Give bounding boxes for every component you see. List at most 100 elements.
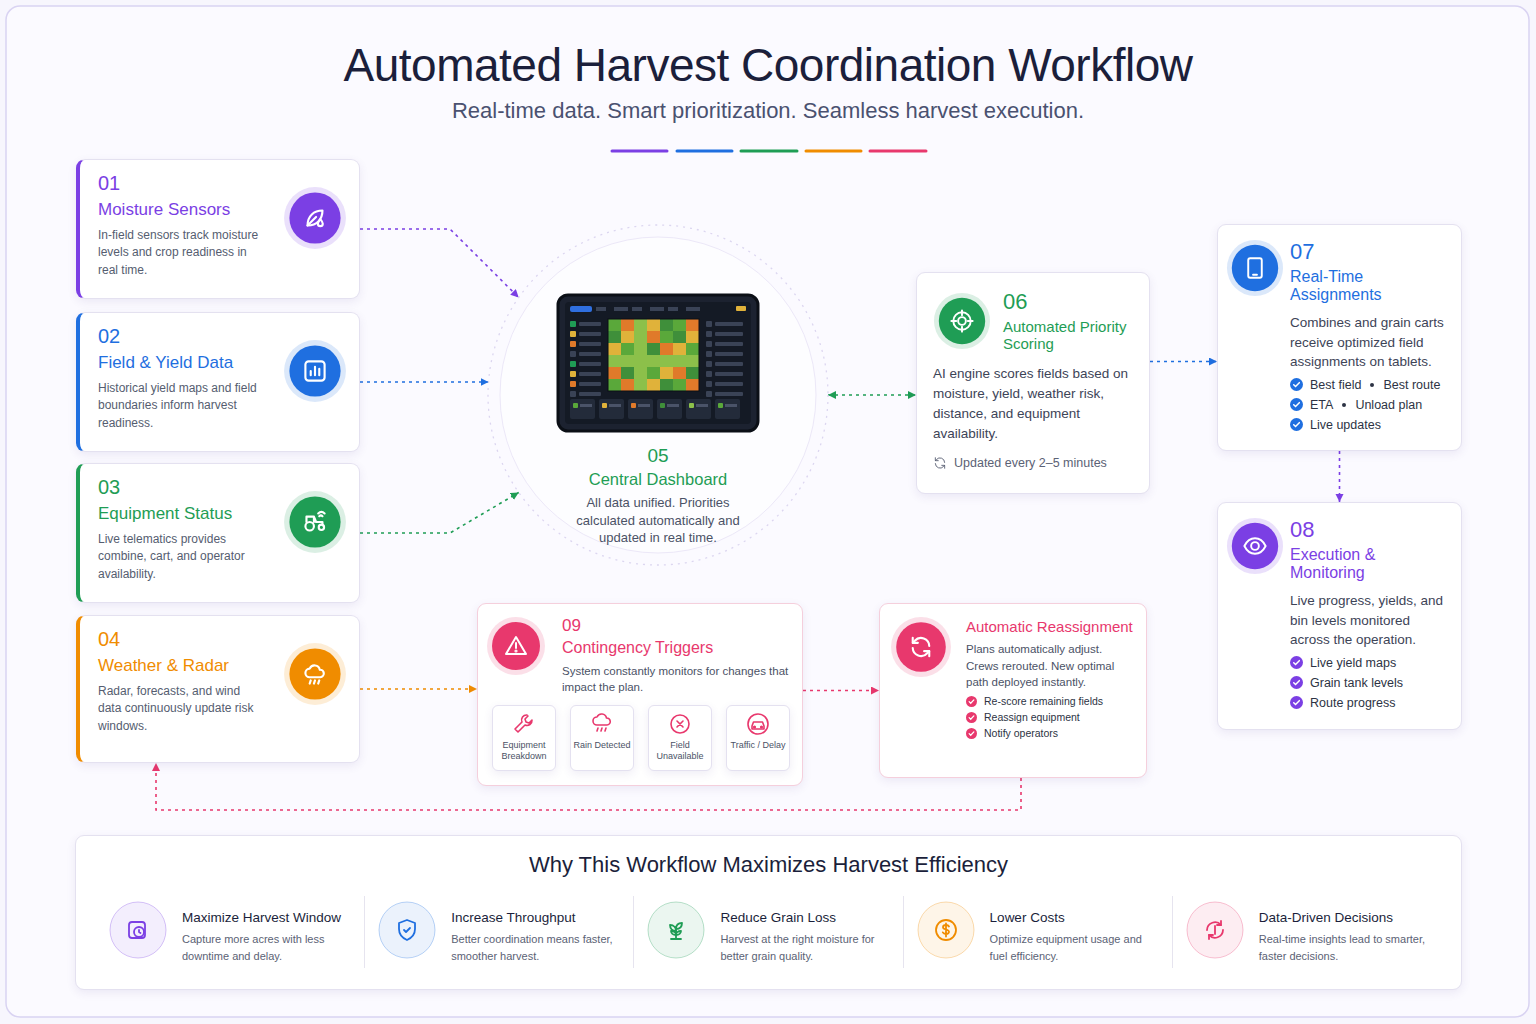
drawing-part: [570, 351, 576, 357]
node-body: Plans automatically adjust. Crews rerout…: [966, 641, 1134, 691]
check-icon: [1290, 378, 1303, 391]
drawing-part: [646, 900, 706, 960]
drawing-part: [935, 458, 944, 463]
drawing-part: [1244, 538, 1265, 553]
drawing-part: [966, 696, 977, 707]
check-row: ETAUnload plan: [1290, 398, 1449, 412]
drawing-part: [715, 352, 743, 356]
drawing-part: [1290, 696, 1303, 709]
drawing-part: [573, 403, 578, 408]
drawing-part: [597, 728, 606, 731]
drawing-part: [1227, 518, 1283, 574]
check-row: Live yield maps: [1290, 656, 1449, 670]
drawing-part: [696, 404, 708, 407]
drawing-part: [918, 902, 974, 958]
list-item: Best route: [1383, 378, 1440, 392]
drawing-part: [673, 343, 686, 355]
subtitle-label: Real-time data. Smart prioritization. Se…: [0, 98, 1536, 124]
callout-number: 03: [98, 476, 345, 499]
drawing-part: [715, 332, 743, 336]
node-heading: Contingency Triggers: [562, 639, 790, 657]
drawing-part: [924, 651, 929, 656]
drawing-part: [761, 726, 763, 728]
flow-connector: [360, 229, 519, 298]
input-card: 03Equipment StatusLive telematics provid…: [76, 463, 360, 603]
list-item: Notify operators: [984, 727, 1058, 739]
header-row: 06Automated Priority Scoring: [933, 289, 1133, 352]
drawing-part: [379, 902, 435, 958]
node-body: AI engine scores fields based on moistur…: [933, 364, 1133, 444]
drawing-part: [515, 650, 516, 651]
drawing-part: [399, 920, 415, 940]
trigger-label: Equipment Breakdown: [495, 740, 553, 761]
drawing-part: [913, 638, 930, 657]
list-item: Reassign equipment: [984, 711, 1080, 723]
drawing-part: [686, 307, 700, 311]
drawing-part: [614, 307, 628, 311]
node-icon: [933, 292, 991, 350]
drawing-part: [579, 332, 601, 336]
update-note: Updated every 2–5 minutes: [954, 456, 1107, 470]
drawing-part: [706, 331, 712, 337]
drawing-part: [706, 381, 712, 387]
drawing-part: [966, 696, 977, 707]
drawing-part: [746, 712, 770, 736]
callout-number: 01: [98, 172, 345, 195]
drawing-part: [1294, 701, 1300, 705]
diagram-title: Automated Harvest Coordination Workflow: [0, 38, 1536, 92]
drawing-part: [951, 310, 972, 331]
trigger-label: Traffic / Delay: [729, 740, 787, 750]
drawing-part: [311, 367, 320, 376]
flow-connector: [803, 690, 879, 692]
drawing-part: [951, 310, 972, 331]
drawing-part: [134, 927, 144, 937]
check-row: Re-score remaining fields: [966, 695, 1134, 707]
trigger-label: Rain Detected: [573, 740, 631, 750]
node-heading: Automated Priority Scoring: [1003, 318, 1133, 352]
node-heading: Execution & Monitoring: [1290, 546, 1449, 582]
drawing-part: [570, 306, 592, 312]
benefits-panel: Why This Workflow Maximizes Harvest Effi…: [75, 835, 1462, 990]
drawing-part: [284, 491, 346, 553]
check-row: Live updates: [1290, 418, 1449, 432]
drawing-part: [706, 361, 712, 367]
drawing-part: [647, 331, 660, 343]
drawing-part: [668, 307, 678, 311]
drawing-part: [1253, 274, 1257, 276]
drawing-part: [579, 382, 601, 386]
drawing-part: [612, 150, 667, 153]
drawing-part: [284, 643, 346, 705]
drawing-part: [715, 399, 740, 419]
drawing-part: [673, 319, 686, 331]
drawing-part: [1294, 661, 1300, 665]
drawing-part: [634, 379, 647, 391]
drawing-part: [570, 371, 576, 377]
check-icon: [1290, 696, 1303, 709]
drawing-part: [1290, 676, 1303, 689]
drawing-part: [1232, 245, 1278, 291]
drawing-part: [579, 322, 601, 326]
drawing-part: [306, 517, 322, 526]
benefit-heading: Maximize Harvest Window: [182, 910, 352, 925]
drawing-part: [289, 648, 340, 699]
trigger-chip: Rain Detected: [570, 705, 634, 771]
drawing-part: [6, 6, 1529, 1017]
drawing-part: [599, 399, 624, 419]
node-icon: [283, 339, 347, 407]
drawing-part: [1248, 258, 1262, 277]
flow-connector: [360, 381, 489, 383]
drawing-part: [634, 319, 647, 331]
drawing-part: [399, 920, 415, 940]
drawing-part: [933, 456, 947, 470]
drawing-part: [896, 622, 946, 672]
drawing-part: [596, 307, 606, 311]
check-row: Route progress: [1290, 696, 1449, 710]
drawing-part: [969, 715, 974, 718]
benefit-text: Lower CostsOptimize equipment usage and …: [990, 900, 1160, 964]
node-icon: [1226, 517, 1284, 579]
drawing-part: [579, 352, 601, 356]
callout-number: 02: [98, 325, 345, 348]
node-icon: [486, 616, 546, 680]
drawing-part: [1294, 423, 1300, 427]
